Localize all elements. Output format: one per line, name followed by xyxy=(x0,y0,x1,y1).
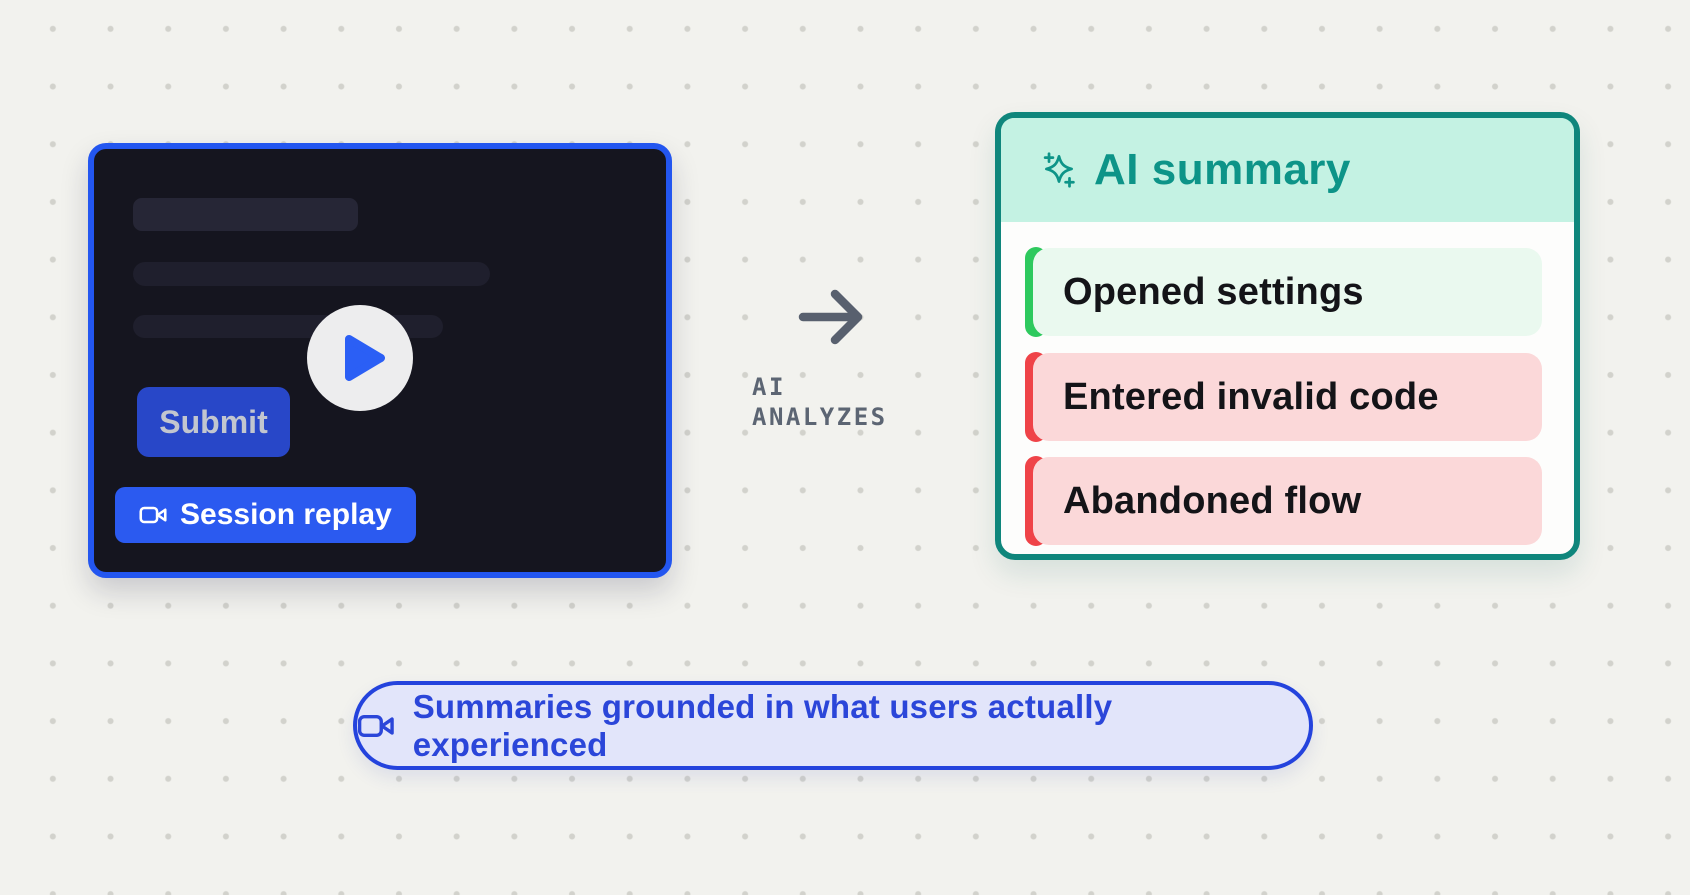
ai-summary-title: AI summary xyxy=(1094,145,1351,194)
session-replay-badge-label: Session replay xyxy=(180,498,392,531)
footer-caption-pill: Summaries grounded in what users actuall… xyxy=(353,681,1313,770)
video-camera-icon xyxy=(357,714,394,737)
session-replay-badge[interactable]: Session replay xyxy=(115,487,416,543)
summary-item-entered-invalid-code: Entered invalid code xyxy=(1025,352,1542,442)
arrow-right-icon xyxy=(798,289,863,345)
skeleton-text-bar xyxy=(133,262,490,286)
submit-button[interactable]: Submit xyxy=(137,387,290,457)
session-replay-card: Submit Session replay xyxy=(88,143,672,578)
skeleton-text-bar xyxy=(133,198,358,231)
ai-summary-header: AI summary xyxy=(1001,118,1574,222)
ai-analyzes-label: AI ANALYZES xyxy=(752,372,888,432)
play-icon xyxy=(344,335,385,381)
video-camera-icon xyxy=(139,506,167,524)
summary-item-label: Abandoned flow xyxy=(1033,457,1542,545)
sparkles-icon xyxy=(1043,152,1075,188)
ai-summary-card: AI summary Opened settings Entered inval… xyxy=(995,112,1580,560)
summary-item-label: Entered invalid code xyxy=(1033,353,1542,441)
summary-item-opened-settings: Opened settings xyxy=(1025,247,1542,337)
summary-item-abandoned-flow: Abandoned flow xyxy=(1025,456,1542,546)
summary-item-label: Opened settings xyxy=(1033,248,1542,336)
ai-analyzes-line1: AI xyxy=(752,373,786,401)
play-button[interactable] xyxy=(307,305,413,411)
ai-analyzes-line2: ANALYZES xyxy=(752,403,888,431)
footer-caption-label: Summaries grounded in what users actuall… xyxy=(412,687,1113,763)
